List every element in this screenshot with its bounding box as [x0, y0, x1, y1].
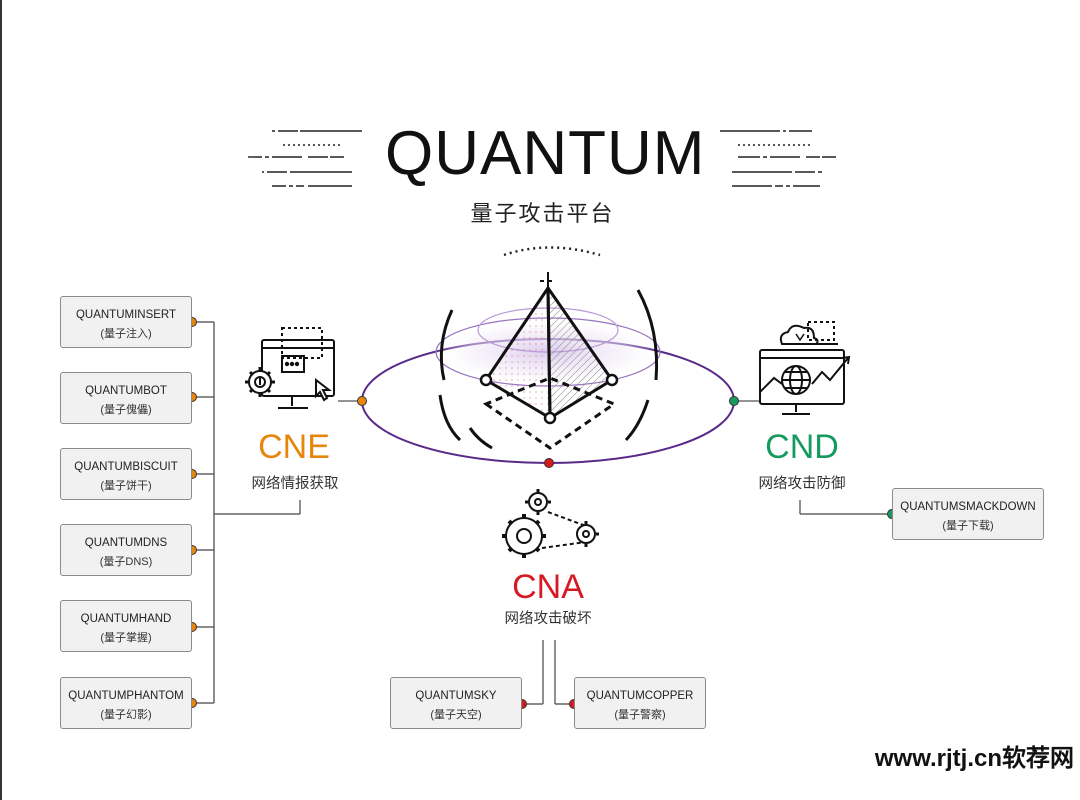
- cne-item-sub: (量子幻影): [100, 709, 152, 721]
- cne-item-sub: (量子傀儡): [100, 404, 152, 416]
- cna-item-name: QUANTUMCOPPER: [586, 690, 694, 702]
- cnd-label: CND: [765, 428, 839, 466]
- cna-connector-dot: [544, 458, 554, 468]
- cne-item-name: QUANTUMHAND: [80, 613, 172, 625]
- left-border: [0, 0, 2, 800]
- cne-item-box: QUANTUMDNS (量子DNS): [60, 524, 192, 576]
- cna-item-sub: (量子警察): [614, 709, 666, 721]
- cne-item-sub: (量子饼干): [100, 480, 152, 492]
- cne-item-name: QUANTUMPHANTOM: [68, 690, 184, 702]
- computer-gear-cursor-icon: [245, 327, 335, 409]
- cna-item-box: QUANTUMSKY (量子天空): [390, 677, 522, 729]
- cnd-item-name: QUANTUMSMACKDOWN: [900, 501, 1036, 513]
- gears-chain-icon: [502, 489, 599, 558]
- cna-item-box: QUANTUMCOPPER (量子警察): [574, 677, 706, 729]
- cne-item-name: QUANTUMBISCUIT: [74, 461, 178, 473]
- cnd-desc: 网络攻击防御: [758, 476, 846, 492]
- cne-label: CNE: [258, 428, 330, 466]
- cna-desc: 网络攻击破坏: [504, 611, 592, 627]
- cne-item-name: QUANTUMBOT: [85, 385, 167, 397]
- cne-item-box: QUANTUMINSERT (量子注入): [60, 296, 192, 348]
- cna-label: CNA: [512, 568, 584, 606]
- watermark-text: www.rjtj.cn软荐网: [874, 745, 1074, 772]
- cne-item-sub: (量子掌握): [100, 632, 152, 644]
- cne-item-box: QUANTUMBISCUIT (量子饼干): [60, 448, 192, 500]
- cne-item-name: QUANTUMDNS: [84, 537, 168, 549]
- cne-desc: 网络情报获取: [251, 476, 339, 492]
- cne-item-name: QUANTUMINSERT: [75, 309, 177, 321]
- cne-item-sub: (量子DNS): [99, 556, 153, 568]
- cnd-connector-dot: [729, 396, 739, 406]
- monitor-globe-chart-icon: [759, 321, 851, 415]
- cnd-item-sub: (量子下载): [942, 520, 994, 532]
- cne-item-sub: (量子注入): [100, 328, 152, 340]
- cne-connector-dot: [357, 396, 367, 406]
- cne-item-box: QUANTUMBOT (量子傀儡): [60, 372, 192, 424]
- cna-item-name: QUANTUMSKY: [415, 690, 497, 702]
- cne-item-box: QUANTUMHAND (量子掌握): [60, 600, 192, 652]
- cna-item-sub: (量子天空): [430, 709, 482, 721]
- cnd-item-box: QUANTUMSMACKDOWN (量子下载): [892, 488, 1044, 540]
- page-title: QUANTUM: [385, 119, 706, 188]
- cne-item-box: QUANTUMPHANTOM (量子幻影): [60, 677, 192, 729]
- page-subtitle: 量子攻击平台: [470, 201, 615, 226]
